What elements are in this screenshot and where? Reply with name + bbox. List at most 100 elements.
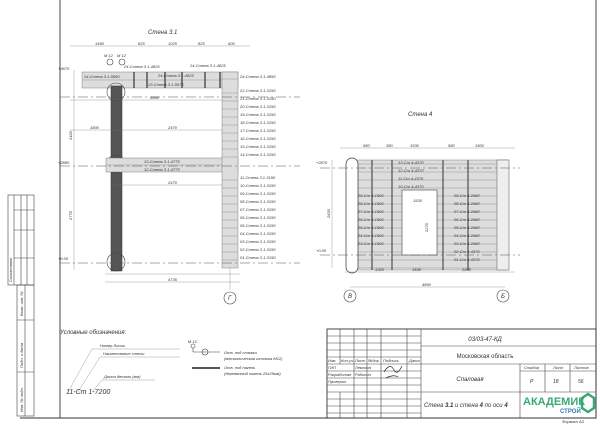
level-mark: +2870 bbox=[316, 160, 328, 165]
part-label: 09-Стена 3.1-3150 bbox=[240, 191, 276, 196]
wall-4-title: Стена 4 bbox=[408, 112, 433, 118]
level-mark: +3670 bbox=[58, 66, 70, 71]
stage-header: Стадия bbox=[524, 365, 540, 370]
logo-subtext: СТРОЙ bbox=[560, 407, 581, 415]
stamp-agreed: Согласовано bbox=[8, 257, 13, 282]
door-opening bbox=[401, 189, 438, 256]
role: Разработал bbox=[328, 372, 352, 377]
part-label: 11-Ст 4-4370 bbox=[398, 176, 424, 181]
wall-3-1-drawing: Стена 3.1 1450 825 1025 825 600 М 12 М 1… bbox=[58, 30, 300, 305]
axis-label: Г bbox=[228, 296, 232, 302]
dim: 1025 bbox=[168, 41, 178, 46]
part-label: 21-Стена 3.1-3150 bbox=[239, 96, 276, 101]
part-label: 06-Стена 3.1-3150 bbox=[240, 215, 276, 220]
part-label: 13-Стена 3.1-4775 bbox=[144, 159, 180, 164]
part-label: 24-Стена 3.1-4825 bbox=[189, 63, 226, 68]
dim: 380 bbox=[386, 143, 393, 148]
part-label: 17-Стена 3.1-3150 bbox=[240, 128, 276, 133]
legend: Условные обозначения: Номер Линии Наимен… bbox=[59, 330, 283, 396]
legend-dowel-desc2: (деревянный нагель 25х25мм) bbox=[224, 371, 281, 376]
part-label: 24-Стена 3.1-4825 bbox=[123, 64, 160, 69]
part-label: 26-Ст 4-1900 bbox=[357, 217, 384, 222]
part-label: 08-Ст 4-2660 bbox=[454, 201, 480, 206]
part-label: 28-Ст 4-1900 bbox=[357, 201, 384, 206]
sheets-total: 56 bbox=[578, 379, 584, 385]
part-label: 05-Ст 4-2660 bbox=[454, 225, 480, 230]
axis-label: Б bbox=[501, 294, 505, 300]
part-label: 12-Ст 4-4370 bbox=[398, 168, 424, 173]
col-header: Кол.уч. bbox=[341, 358, 354, 363]
signature bbox=[383, 365, 403, 379]
legend-wall-name: Наименование стены bbox=[103, 351, 144, 356]
legend-part-length: Длина детали (мм) bbox=[103, 374, 141, 379]
title-block: Изм. Кол.уч. Лист №док. Подпись Дата ГИП… bbox=[326, 328, 597, 424]
level-mark: +2880 bbox=[58, 160, 70, 165]
part-label: 02-Стена 3.1-3150 bbox=[240, 247, 276, 252]
part-label: 29-Ст 4-1900 bbox=[357, 193, 384, 198]
dim: 2470 bbox=[167, 125, 178, 130]
bolt-label: М 12 bbox=[104, 53, 114, 58]
left-pillar bbox=[345, 157, 359, 274]
legend-bolt-mark: М 12 bbox=[188, 339, 198, 344]
legend-line-number: Номер Линии bbox=[100, 343, 126, 348]
dim: 2270 bbox=[424, 222, 429, 233]
legend-example: 11-Ст 1-7200 bbox=[66, 389, 110, 396]
part-label: 18-Стена 3.1-3150 bbox=[240, 120, 276, 125]
role: Проверил bbox=[328, 379, 347, 384]
dim: 580 bbox=[363, 143, 370, 148]
left-log-column bbox=[110, 85, 123, 272]
level-mark: +0.00 bbox=[58, 256, 69, 261]
part-label: 07-Ст 4-2660 bbox=[454, 209, 480, 214]
dim: 2770 bbox=[68, 210, 73, 221]
part-label: 03-Ст 4-2660 bbox=[454, 241, 480, 246]
wall-4-drawing: Стена 4 580 380 1530 580 1500 1530 2270 … bbox=[316, 112, 520, 303]
part-label: 13-Ст 4-4370 bbox=[398, 160, 424, 165]
dim: 4860 bbox=[422, 282, 432, 287]
part-label: 22-Стена 3.1-3150 bbox=[239, 88, 276, 93]
part-label: 15-Стена 3.1-3150 bbox=[240, 144, 276, 149]
wall-3-1-title: Стена 3.1 bbox=[148, 30, 177, 36]
dim: 3860 bbox=[150, 95, 160, 100]
legend-bolt-desc: Отв. под стяжки bbox=[224, 350, 258, 355]
side-stamp: Согласовано Взам. инв. № Подп. и дата Ин… bbox=[7, 194, 35, 417]
sheet-no: 18 bbox=[553, 379, 559, 385]
part-label: 04-Ст 4-2660 bbox=[454, 233, 480, 238]
part-label: 08-Стена 3.1-3150 bbox=[240, 199, 276, 204]
bolt-icon bbox=[118, 58, 126, 66]
format-label: Формат А3 bbox=[562, 419, 585, 424]
part-label: 24-Стена 3.1-4825 bbox=[157, 73, 194, 78]
part-label: 12-Стена 3.1-4775 bbox=[144, 167, 180, 172]
dim: 2620 bbox=[326, 208, 331, 219]
legend-title: Условные обозначения: bbox=[59, 330, 127, 336]
part-label: 24-Стена 3.1-4850 bbox=[239, 74, 276, 79]
part-label: 24-Ст 4-1900 bbox=[357, 233, 384, 238]
stamp-inv-no: Инв. № подл. bbox=[19, 387, 24, 412]
axis-marker-g bbox=[223, 291, 237, 305]
part-label: 25-Ст 4-1900 bbox=[357, 225, 384, 230]
sheet-title: Стена 3.1 и стена 4 по оси 4 bbox=[424, 403, 508, 409]
role: ГИП bbox=[328, 365, 336, 370]
sheets-header: Листов bbox=[573, 365, 589, 370]
part-label: 20-Стена 3.1-3150 bbox=[239, 104, 276, 109]
bolt-label: М 12 bbox=[117, 53, 127, 58]
dim: 4735 bbox=[168, 277, 178, 282]
person: Рябинин bbox=[355, 372, 372, 377]
axis-marker-b bbox=[496, 289, 510, 303]
sheet-header: Лист bbox=[552, 365, 564, 370]
bolt-icon bbox=[106, 58, 114, 66]
part-label: 03-Стена 3.1-3150 bbox=[240, 239, 276, 244]
part-label: 04-Стена 3.1-3150 bbox=[240, 231, 276, 236]
col-header: Изм. bbox=[328, 358, 337, 363]
stage: Р bbox=[530, 379, 534, 385]
dim: 1500 bbox=[475, 143, 485, 148]
part-label: 19-Стена 3.1-3150 bbox=[240, 112, 276, 117]
dim: 1530 bbox=[412, 267, 422, 272]
bolt-icon bbox=[190, 343, 196, 349]
part-label: 01-Стена 3.1-3150 bbox=[240, 255, 276, 260]
dim: 1800 bbox=[90, 125, 100, 130]
axis-marker-v bbox=[343, 289, 357, 303]
part-label: 27-Ст 4-1900 bbox=[357, 209, 384, 214]
legend-dowel-desc: Отв. под нагель bbox=[224, 365, 255, 370]
dim: 1450 bbox=[95, 41, 105, 46]
part-label: 14-Стена 3.1-3150 bbox=[240, 152, 276, 157]
